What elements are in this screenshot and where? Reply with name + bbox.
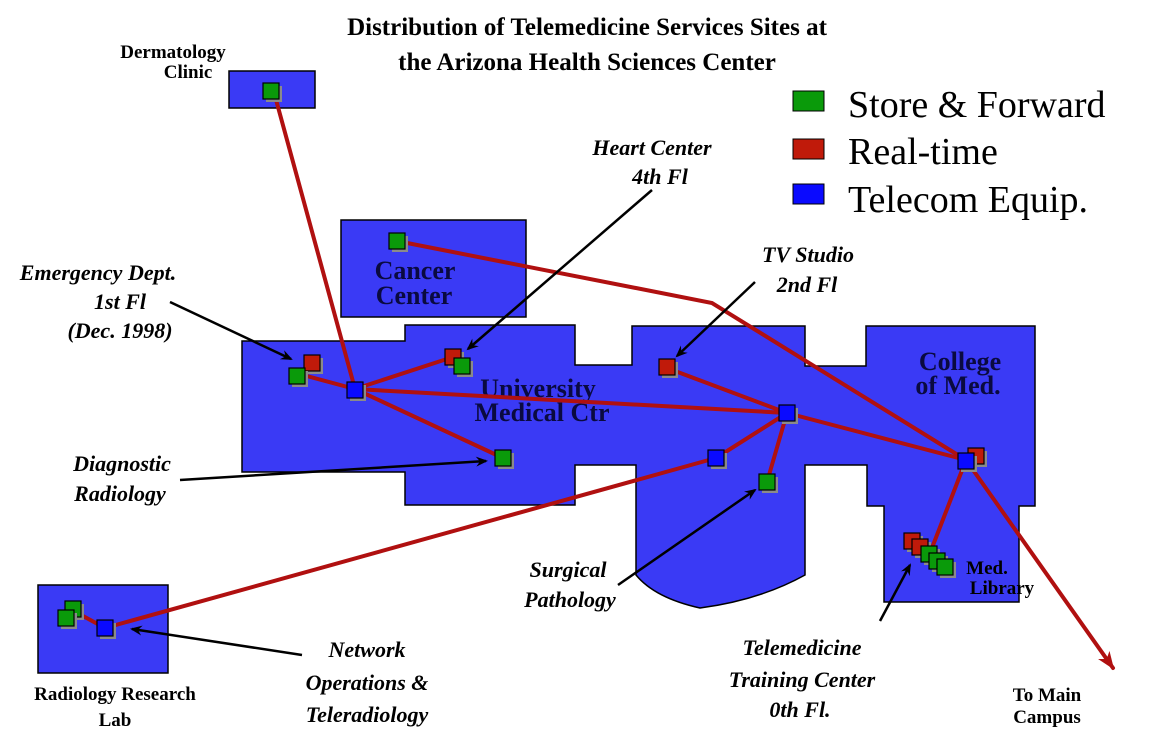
link-central-college: [785, 411, 968, 462]
link-cancer-college: [400, 240, 968, 462]
legend-real-time-label: Real-time: [848, 131, 998, 173]
telecom-node: [778, 404, 796, 422]
pointer-arrows: [130, 189, 912, 657]
dermatology-label-1: Dermatology: [120, 42, 226, 63]
surgical-pathology-label-2: Pathology: [523, 587, 616, 612]
store-forward-node: [388, 232, 406, 250]
link-dermatology-hub: [273, 94, 357, 391]
training-center-label-1: Telemedicine: [743, 635, 862, 660]
radiology-lab-label-2: Lab: [99, 710, 132, 731]
legend-store-forward-swatch: [792, 90, 825, 112]
store-forward-node: [453, 357, 471, 375]
surgical-pathology-label-1: Surgical: [529, 557, 607, 582]
cancer-center-label-1: Cancer: [375, 256, 456, 285]
legend-telecom-swatch: [792, 183, 825, 205]
dermatology-label-2: Clinic: [164, 62, 213, 83]
store-forward-node: [758, 473, 776, 491]
legend-real-time-swatch: [792, 138, 825, 160]
pointer-tv: [675, 281, 756, 358]
emergency-label-3: (Dec. 1998): [67, 318, 172, 343]
radiology-lab-label-1: Radiology Research: [34, 684, 196, 705]
network-ops-label-2: Operations &: [306, 670, 429, 695]
link-ops-radiology-lab: [103, 456, 718, 630]
link-to-main-campus: [964, 458, 1115, 670]
real-time-node: [303, 354, 321, 372]
pointer-heart: [466, 189, 653, 351]
pointer-surgical: [617, 488, 757, 587]
college-of-med-label-1: College: [919, 347, 1001, 376]
med-library-label-1: Med.: [966, 558, 1008, 579]
telecom-node: [707, 449, 725, 467]
link-hub-diagnostic: [353, 387, 505, 460]
link-emergency-hub: [301, 373, 357, 391]
site-nodes: [57, 82, 987, 639]
diagnostic-radiology-label-1: Diagnostic: [72, 451, 171, 476]
network-ops-label-1: Network: [328, 637, 406, 662]
telecom-node: [96, 619, 114, 637]
pointer-diagnostic: [179, 456, 488, 482]
main-campus-label-1: To Main: [1013, 685, 1082, 706]
title-line-1: Distribution of Telemedicine Services Si…: [347, 14, 827, 41]
link-central-surgical: [765, 411, 789, 484]
telecom-node: [346, 381, 364, 399]
pointer-emergency: [169, 300, 293, 361]
link-tv-central: [665, 366, 789, 415]
legend: Store & Forward Real-time Telecom Equip.: [792, 84, 1106, 221]
main-campus-label-2: Campus: [1013, 707, 1081, 728]
link-hub-umc-central: [353, 387, 789, 415]
tv-studio-label-2: 2nd Fl: [776, 272, 838, 297]
college-of-med-label-2: of Med.: [915, 371, 1000, 400]
link-hub-heart: [353, 355, 455, 391]
store-forward-node: [936, 558, 954, 576]
network-ops-label-3: Teleradiology: [306, 702, 429, 727]
pointer-network-ops: [130, 625, 303, 657]
tv-studio-label-1: TV Studio: [762, 242, 854, 267]
building-university-medical-center: [241, 324, 1036, 609]
cancer-center-label-2: Center: [376, 281, 453, 310]
med-library-label-2: Library: [970, 578, 1035, 599]
building-cancer-center: [340, 219, 527, 318]
store-forward-node: [288, 367, 306, 385]
store-forward-node: [494, 449, 512, 467]
store-forward-node: [57, 609, 75, 627]
telecom-node: [957, 452, 975, 470]
training-center-label-3: 0th Fl.: [769, 697, 830, 722]
legend-telecom-label: Telecom Equip.: [848, 179, 1088, 221]
title-line-2: the Arizona Health Sciences Center: [398, 49, 776, 76]
heart-center-label-2: 4th Fl: [631, 164, 689, 189]
pointer-training: [878, 563, 912, 622]
emergency-label-1: Emergency Dept.: [19, 260, 176, 285]
network-links: [70, 94, 1115, 670]
heart-center-label-1: Heart Center: [591, 135, 712, 160]
emergency-label-2: 1st Fl: [94, 289, 147, 314]
training-center-label-2: Training Center: [729, 667, 876, 692]
link-central-ops: [714, 411, 789, 460]
store-forward-node: [262, 82, 280, 100]
real-time-node: [658, 358, 676, 376]
diagnostic-radiology-label-2: Radiology: [73, 481, 166, 506]
legend-store-forward-label: Store & Forward: [848, 84, 1106, 126]
link-college-library: [928, 458, 968, 555]
